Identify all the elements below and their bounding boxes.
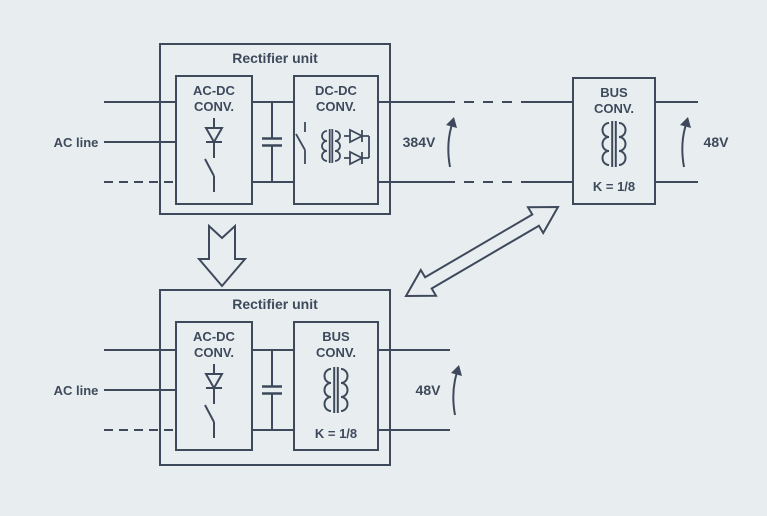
bottom-ac-line-label: AC line: [54, 383, 99, 398]
bottom-bus-label-line1: BUS: [322, 329, 350, 344]
top-dcdc-internal-icons: [295, 122, 370, 166]
top-bus-converter-box: [572, 77, 656, 205]
transformer-icon: [323, 366, 349, 414]
capacitor-icon: [260, 100, 284, 184]
diode-switch-icon: [204, 117, 223, 193]
top-circuit: AC line Rectifier unit AC-DC CONV. DC-DC…: [54, 43, 730, 215]
rectifier-wires: [344, 135, 370, 159]
top-bus-label-line1: BUS: [600, 85, 628, 100]
up-arrow-icon: [451, 365, 462, 416]
bottom-circuit: AC line Rectifier unit AC-DC CONV. BUS C…: [54, 289, 462, 466]
transformer-icon: [321, 128, 341, 164]
top-acdc-converter-box: [175, 75, 253, 205]
diode-icon: [349, 150, 365, 166]
top-rectifier-unit-box: [159, 43, 391, 215]
diode-switch-icon: [204, 363, 223, 439]
transformer-icon: [601, 120, 627, 168]
top-dcdc-label-line2: CONV.: [316, 99, 356, 114]
switch-icon: [295, 122, 306, 164]
diode-icon: [349, 128, 365, 144]
top-bus-label-line2: CONV.: [594, 101, 634, 116]
up-arrow-icon: [446, 117, 457, 168]
bottom-rectifier-unit-box: [159, 289, 391, 466]
evolution-arrows: [196, 205, 560, 298]
bottom-bus-converter-box: [293, 321, 379, 451]
top-output-voltage-label: 48V: [704, 134, 730, 150]
top-dcdc-converter-box: [293, 75, 379, 205]
evolution-diagonal-arrow-icon: [404, 205, 560, 298]
bottom-acdc-label-line2: CONV.: [194, 345, 234, 360]
top-acdc-label-line2: CONV.: [194, 99, 234, 114]
top-rectifier-unit-title: Rectifier unit: [232, 50, 318, 66]
bottom-bus-ratio-label: K = 1/8: [315, 426, 357, 441]
top-acdc-label-line1: AC-DC: [193, 83, 235, 98]
top-dc-bus-lines-dashed: [445, 101, 521, 183]
top-dc-bus-lines: [378, 101, 573, 183]
bottom-acdc-converter-box: [175, 321, 253, 451]
bottom-ac-input-lines: [104, 349, 176, 391]
bus-voltage-label: 384V: [403, 134, 436, 150]
evolution-down-arrow-icon: [196, 223, 248, 288]
up-arrow-icon: [680, 117, 691, 168]
capacitor-icon: [260, 348, 284, 432]
top-dcdc-label-line1: DC-DC: [315, 83, 357, 98]
bottom-output-voltage-label: 48V: [416, 382, 442, 398]
bottom-acdc-label-line1: AC-DC: [193, 329, 235, 344]
bottom-rectifier-unit-title: Rectifier unit: [232, 296, 318, 312]
top-bus-ratio-label: K = 1/8: [593, 179, 635, 194]
top-ac-line-label: AC line: [54, 135, 99, 150]
bottom-output-lines: [378, 349, 450, 431]
top-output-lines: [655, 101, 698, 183]
top-ac-input-lines: [104, 101, 176, 143]
bottom-bus-label-line2: CONV.: [316, 345, 356, 360]
